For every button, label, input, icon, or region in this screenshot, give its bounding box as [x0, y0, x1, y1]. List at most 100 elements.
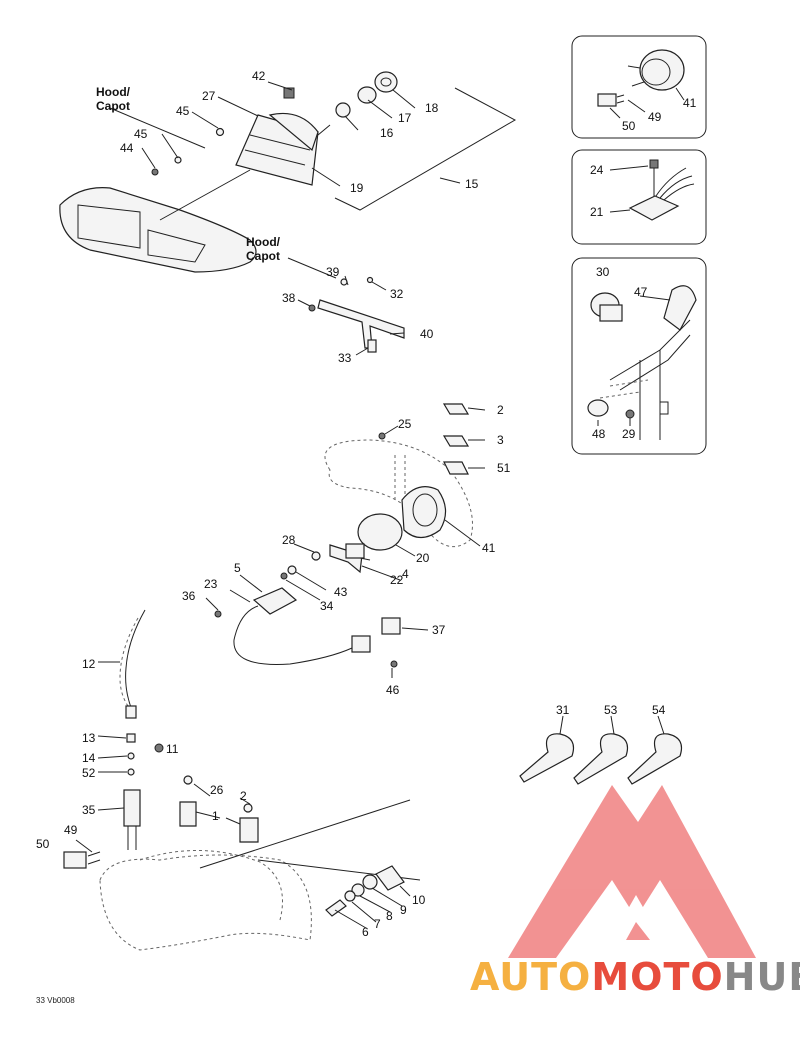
handlebar	[609, 319, 691, 440]
screw-36	[214, 610, 222, 618]
bracket-4	[345, 543, 365, 559]
body-inner	[139, 850, 283, 921]
callout-33: 33	[338, 351, 352, 365]
switch-inset	[571, 257, 707, 455]
callout-37: 37	[432, 623, 446, 637]
gauge-leaders	[609, 87, 685, 119]
screw-44	[151, 168, 159, 176]
switch-leaders	[597, 295, 671, 426]
cable-23	[233, 605, 353, 665]
cap-18	[374, 71, 398, 93]
body-ignition	[99, 799, 421, 951]
washer-45b	[174, 156, 182, 164]
callout-53: 53	[604, 703, 618, 717]
rectifier-leaders	[609, 165, 649, 213]
switch-51	[443, 461, 469, 475]
callout-54: 54	[652, 703, 666, 717]
callout-20: 20	[416, 551, 430, 565]
watermark-moto: MOTO	[591, 955, 723, 999]
hood-label-top-1: Hood/	[96, 85, 131, 99]
cable-leaders-left	[75, 661, 128, 853]
nut-29	[625, 409, 635, 419]
screw-24	[649, 159, 659, 169]
callout-45b: 45	[134, 127, 148, 141]
callout-11: 11	[166, 742, 179, 756]
ring-20	[357, 513, 403, 551]
inset-box-gauge	[571, 35, 707, 139]
bracket-40	[317, 299, 405, 349]
terminal-1b	[239, 817, 259, 843]
hood-bezel	[59, 187, 257, 273]
callout-23: 23	[204, 577, 218, 591]
callout-31: 31	[556, 703, 570, 717]
callout-48: 48	[592, 427, 606, 441]
callout-46: 46	[386, 683, 400, 697]
callout-39: 39	[326, 265, 340, 279]
bulb-16	[335, 102, 351, 118]
bracket-assembly	[287, 257, 405, 356]
ignition-10	[375, 865, 405, 891]
housing-5	[252, 587, 298, 615]
clip-42	[283, 87, 295, 99]
grip-47	[663, 285, 697, 331]
callout-28: 28	[282, 533, 296, 547]
nut-9	[362, 874, 378, 890]
hood-label-top-2: Capot	[96, 99, 130, 113]
speedometer-41	[401, 486, 447, 539]
callout-40: 40	[420, 327, 434, 341]
speedo-assembly	[205, 403, 486, 678]
switch-30-body	[599, 304, 623, 322]
tie-54	[627, 733, 683, 785]
callout-43: 43	[334, 585, 348, 599]
callout-26: 26	[210, 783, 224, 797]
callout-5: 5	[234, 561, 241, 575]
callout-49a: 49	[648, 110, 662, 124]
callout-38: 38	[282, 291, 296, 305]
callout-32: 32	[390, 287, 404, 301]
rectifier-inset	[571, 149, 707, 245]
callout-14: 14	[82, 751, 96, 765]
speedo-leaders	[285, 407, 486, 601]
cable-leaders	[205, 574, 263, 611]
lamp-37a	[381, 617, 401, 635]
headlight-housing	[268, 112, 319, 152]
spacer-33	[367, 339, 377, 353]
nut-13	[126, 733, 136, 743]
rectifier-wires	[655, 167, 695, 201]
callout-9: 9	[400, 903, 407, 917]
callout-1: 1	[212, 809, 219, 823]
cable-12-detail	[119, 617, 139, 707]
drawing-code: 33 Vb0008	[36, 996, 75, 1005]
bracket-line-15	[334, 87, 517, 211]
ring-48	[587, 399, 609, 417]
terminal-leaders	[193, 783, 251, 825]
bezel-window-2	[147, 229, 206, 263]
ignition-leaders	[334, 885, 411, 929]
callout-49b: 49	[64, 823, 78, 837]
callout-16: 16	[380, 126, 394, 140]
leader-15	[439, 177, 461, 184]
logo-triangle-shape	[508, 785, 756, 958]
tachometer-face	[641, 58, 671, 86]
callout-30: 30	[596, 265, 610, 279]
hood-label-mid-2: Capot	[246, 249, 280, 263]
switch-dash	[599, 379, 649, 399]
headlight-assembly	[59, 71, 517, 273]
callout-41b: 41	[482, 541, 496, 555]
callout-35: 35	[82, 803, 96, 817]
screw-38	[308, 304, 316, 312]
lamp-leaders	[391, 627, 429, 678]
body-outline	[99, 854, 312, 951]
tie-53	[573, 733, 629, 785]
callout-42: 42	[252, 69, 266, 83]
washer-43	[287, 565, 297, 575]
callout-13: 13	[82, 731, 96, 745]
switch-35	[123, 789, 141, 827]
cap-18-inner	[380, 77, 392, 87]
callout-17: 17	[398, 111, 412, 125]
gauge-inset	[571, 35, 707, 139]
callout-47: 47	[634, 285, 648, 299]
callout-44: 44	[120, 141, 134, 155]
ring-7	[344, 890, 356, 902]
